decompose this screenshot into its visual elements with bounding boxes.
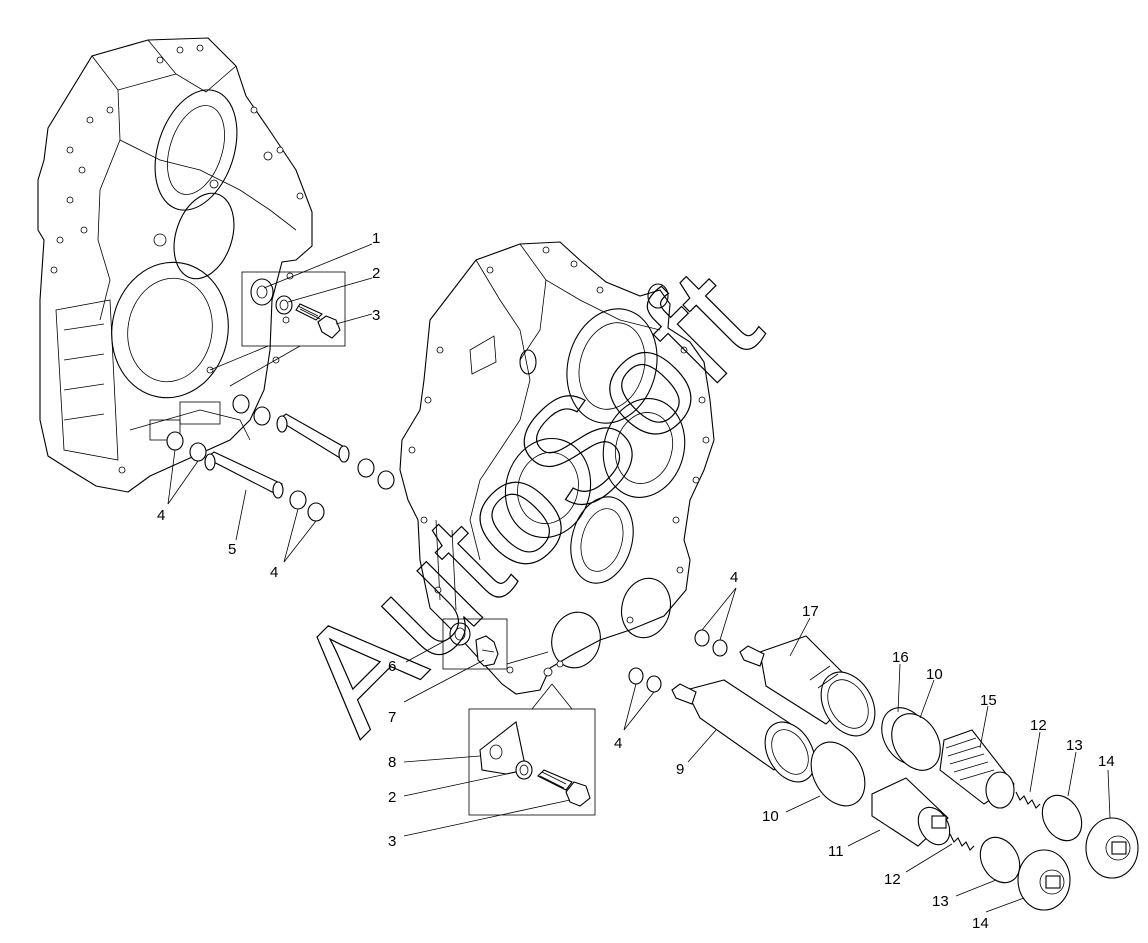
pipes-and-orings-left xyxy=(166,394,395,522)
o-ring xyxy=(646,675,662,693)
callout-4: 4 xyxy=(614,735,622,752)
callout-12: 12 xyxy=(1030,717,1047,734)
washer-6 xyxy=(449,622,471,646)
o-ring xyxy=(712,639,728,657)
pipe-5a xyxy=(204,451,283,495)
callout-10: 10 xyxy=(762,808,779,825)
left-housing xyxy=(37,37,313,493)
detail-box-1-3 xyxy=(209,271,346,387)
washer-2b xyxy=(515,760,533,780)
o-ring xyxy=(377,470,395,490)
o-ring xyxy=(253,406,271,426)
ring-13b xyxy=(979,836,1021,884)
callout-6: 6 xyxy=(388,658,396,675)
callout-3: 3 xyxy=(388,833,396,850)
callout-4: 4 xyxy=(270,564,278,581)
callout-13: 13 xyxy=(932,893,949,910)
callout-16: 16 xyxy=(892,649,909,666)
callout-15: 15 xyxy=(980,692,997,709)
callout-4: 4 xyxy=(730,569,738,586)
o-ring xyxy=(694,629,710,647)
callout-10: 10 xyxy=(926,666,943,683)
o-ring xyxy=(232,394,250,414)
callout-11: 11 xyxy=(828,843,844,860)
detail-box-8-3 xyxy=(468,683,596,816)
leader-lines xyxy=(167,243,1111,913)
callout-14: 14 xyxy=(1098,753,1115,770)
callout-2: 2 xyxy=(372,265,380,282)
callout-3: 3 xyxy=(372,307,380,324)
right-assembly xyxy=(628,629,1139,911)
ring-10a xyxy=(891,713,941,771)
spring-12a xyxy=(1015,791,1041,809)
detail-box-6-7 xyxy=(442,618,549,670)
callout-4: 4 xyxy=(157,507,165,524)
o-ring xyxy=(307,502,325,522)
callout-2: 2 xyxy=(388,789,396,806)
callout-17: 17 xyxy=(802,603,819,620)
callout-13: 13 xyxy=(1066,737,1083,754)
callout-8: 8 xyxy=(388,754,396,771)
o-ring xyxy=(166,431,184,451)
o-ring xyxy=(189,442,207,462)
callout-9: 9 xyxy=(676,761,684,778)
washer-2 xyxy=(275,295,293,315)
pipe-5b xyxy=(277,413,347,459)
callout-1: 1 xyxy=(372,230,380,247)
washer-1 xyxy=(250,278,274,306)
o-ring xyxy=(357,458,375,478)
right-housing xyxy=(399,241,715,695)
callout-5: 5 xyxy=(228,541,236,558)
o-ring xyxy=(628,667,644,685)
bolt-3b xyxy=(537,769,573,791)
callouts: 1 2 3 4 5 4 6 7 8 2 3 4 4 17 9 16 10 10 … xyxy=(157,230,1115,932)
o-ring xyxy=(289,490,307,510)
callout-14: 14 xyxy=(972,915,989,932)
callout-12: 12 xyxy=(884,871,901,888)
spring-12b xyxy=(949,833,975,851)
ring-13a xyxy=(1041,794,1083,842)
callout-7: 7 xyxy=(388,709,396,726)
bolt-3 xyxy=(295,303,323,321)
cap-14b xyxy=(1017,849,1071,911)
ring-10b xyxy=(810,741,866,807)
